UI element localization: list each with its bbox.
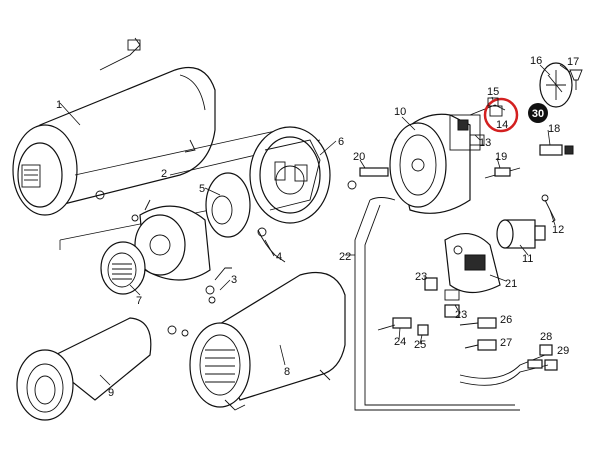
label-part-29: 29 (557, 345, 569, 357)
label-part-23a: 23 (415, 271, 427, 283)
label-part-19: 19 (495, 151, 507, 163)
label-part-1: 1 (56, 99, 62, 111)
label-part-11: 11 (522, 253, 533, 265)
motor-body[interactable] (131, 199, 211, 281)
label-part-6: 6 (338, 136, 344, 148)
part-28-cable-plug[interactable] (539, 344, 558, 371)
label-part-21: 21 (505, 278, 517, 290)
label-part-20: 20 (353, 151, 365, 163)
part-number-labels: 1 2 3 4 5 6 7 8 9 10 11 12 13 14 15 16 1… (56, 55, 579, 399)
part-1-housing[interactable] (12, 37, 216, 216)
part-30-label: 30 (532, 108, 544, 120)
label-part-25: 25 (414, 339, 426, 351)
part-29-cable-assembly[interactable] (459, 354, 549, 386)
part-9-air-filter[interactable] (16, 317, 189, 421)
part-30-badge[interactable]: 30 (528, 103, 548, 123)
part-18-connector[interactable] (539, 144, 574, 156)
label-part-22: 22 (339, 251, 351, 263)
label-part-14: 14 (496, 119, 508, 131)
part-16-fan-disc[interactable] (539, 62, 573, 108)
part-7-end-cap[interactable] (100, 241, 146, 295)
label-part-8: 8 (284, 366, 290, 378)
label-part-13: 13 (479, 137, 491, 149)
label-part-4: 4 (276, 251, 282, 263)
label-part-9: 9 (108, 387, 114, 399)
part-5-disc[interactable] (205, 172, 251, 238)
label-part-26: 26 (500, 314, 512, 326)
part-27-connector[interactable] (464, 339, 497, 351)
part-24-terminal[interactable] (377, 317, 412, 331)
part-12-bolt[interactable] (541, 194, 556, 223)
label-part-15: 15 (487, 86, 499, 98)
part-15-sensor[interactable] (487, 97, 499, 107)
label-part-2: 2 (161, 168, 167, 180)
part-19-pin[interactable] (484, 167, 521, 179)
part-21-control-board[interactable] (444, 233, 501, 301)
part-13-bracket[interactable] (469, 134, 485, 146)
part-22-wiring-harness[interactable] (354, 197, 520, 411)
label-part-23b: 23 (455, 309, 467, 321)
label-part-18: 18 (548, 123, 560, 135)
label-part-27: 27 (500, 337, 512, 349)
label-part-28: 28 (540, 331, 552, 343)
label-part-7: 7 (136, 295, 142, 307)
label-part-12: 12 (552, 224, 564, 236)
label-part-24: 24 (394, 336, 406, 348)
part-10-controller-housing[interactable] (389, 104, 506, 214)
part-23-relay-a[interactable] (424, 277, 438, 291)
label-part-5: 5 (199, 183, 205, 195)
label-part-17: 17 (567, 56, 579, 68)
part-26-connector[interactable] (459, 317, 497, 329)
label-part-3: 3 (231, 274, 237, 286)
part-17-screw[interactable] (569, 69, 583, 90)
label-part-16: 16 (530, 55, 542, 67)
part-8-lower-housing[interactable] (189, 271, 346, 411)
leader-lines (59, 64, 571, 386)
part-20-rod[interactable] (347, 167, 389, 190)
part-11-small-motor[interactable] (496, 219, 546, 249)
part-25-plug[interactable] (417, 324, 429, 336)
part-6-motor-cover[interactable] (249, 126, 331, 224)
part-3-part-4-cables[interactable] (205, 227, 286, 304)
label-part-10: 10 (394, 106, 406, 118)
part-23-relay-b[interactable] (444, 304, 460, 318)
